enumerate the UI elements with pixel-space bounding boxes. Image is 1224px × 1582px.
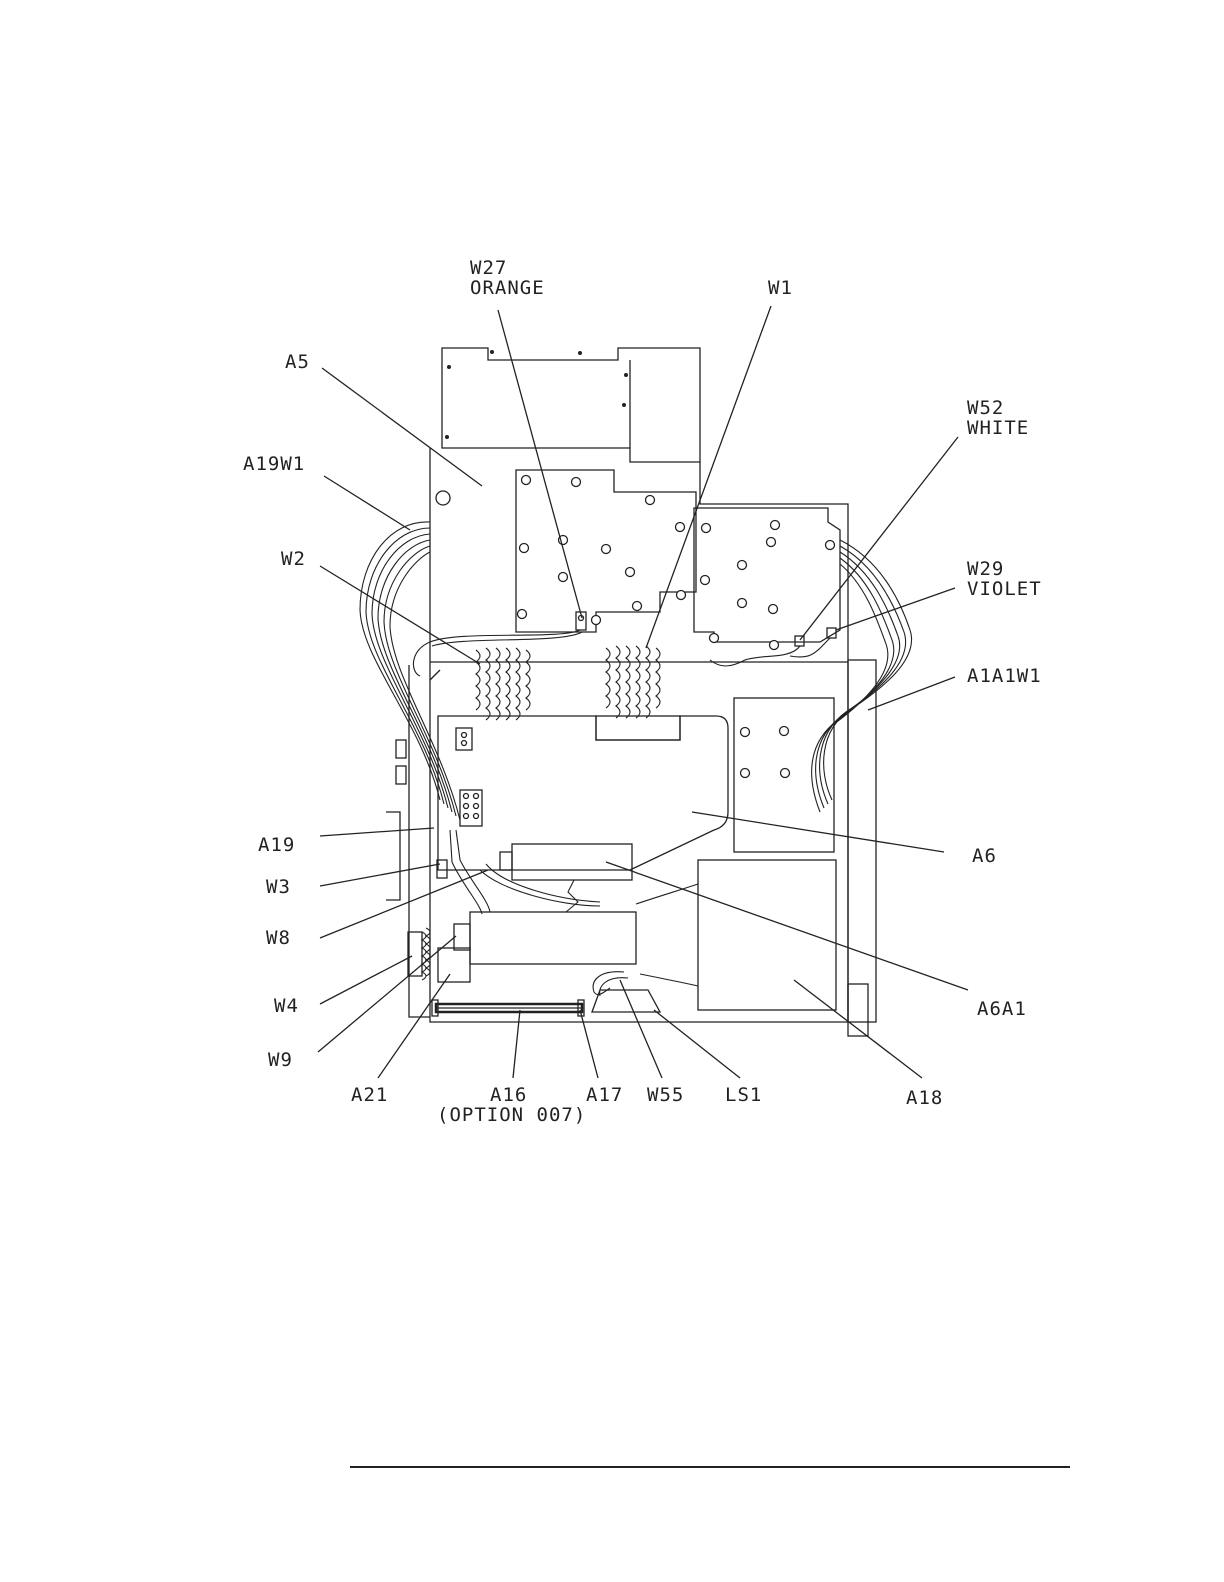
label-w29-color: VIOLET	[967, 578, 1042, 600]
label-w4: W4	[274, 995, 299, 1017]
label-w9: W9	[268, 1049, 293, 1071]
label-w29: W29	[967, 558, 1004, 580]
label-w3: W3	[266, 876, 291, 898]
label-w2: W2	[281, 548, 306, 570]
label-a16-note: (OPTION 007)	[437, 1104, 586, 1126]
label-a19: A19	[258, 834, 295, 856]
label-w1: W1	[768, 277, 793, 299]
label-w52-color: WHITE	[967, 417, 1029, 439]
label-w55: W55	[647, 1084, 684, 1106]
ribbon-bundle-right	[606, 646, 660, 718]
label-a6a1: A6A1	[977, 998, 1027, 1020]
label-w27-color: ORANGE	[470, 277, 545, 299]
callout-labels: W27 ORANGE W1 A5 W52 WHITE A19W1 W2 W29 …	[243, 257, 1042, 1126]
label-a21: A21	[351, 1084, 388, 1106]
ribbon-bundle-left	[476, 648, 530, 720]
label-ls1: LS1	[725, 1084, 762, 1106]
label-a6: A6	[972, 845, 997, 867]
w4-connector	[408, 928, 430, 980]
label-a1a1w1: A1A1W1	[967, 665, 1042, 687]
label-w52: W52	[967, 397, 1004, 419]
label-a16: A16	[490, 1084, 527, 1106]
label-w8: W8	[266, 927, 291, 949]
label-a18: A18	[906, 1087, 943, 1109]
label-a5: A5	[285, 351, 310, 373]
label-w27: W27	[470, 257, 507, 279]
label-a19w1: A19W1	[243, 453, 305, 475]
footer-rule	[350, 1466, 1070, 1468]
label-a17: A17	[586, 1084, 623, 1106]
chassis-drawing	[360, 348, 912, 1036]
